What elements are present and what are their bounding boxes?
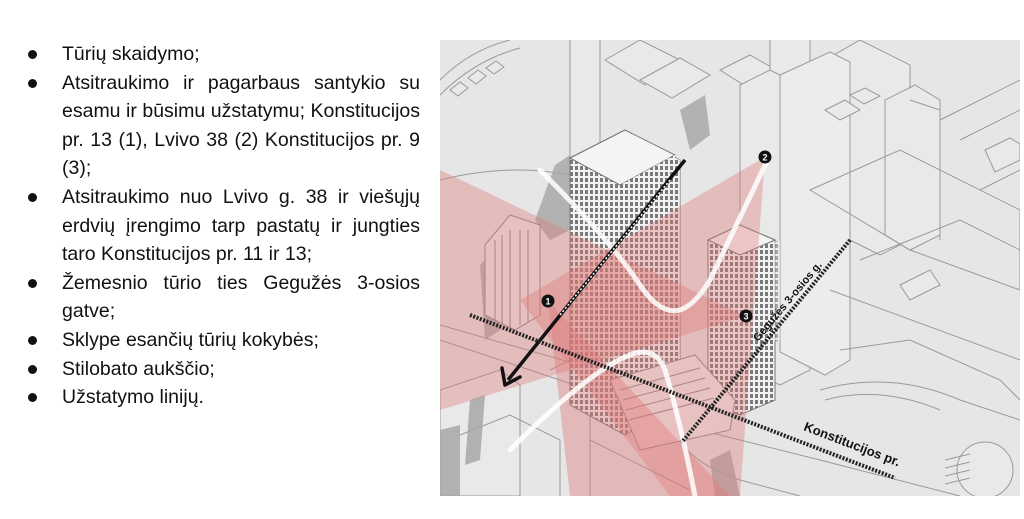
view-cone-3 [440, 170, 746, 410]
tower-lvivo-38 [484, 214, 541, 331]
requirements-list: Tūrių skaidymo; Atsitraukimo ir pagarbau… [28, 40, 420, 412]
konstitucijos-line [469, 313, 896, 480]
list-item-text: Tūrių skaidymo; [62, 43, 200, 65]
list-item-text: Žemesnio tūrio ties Gegužės 3-osios gatv… [62, 271, 420, 323]
marker-label: 3 [743, 312, 748, 322]
list-item: Sklype esančių tūrių kokybės; [28, 326, 420, 355]
bullet-icon [28, 364, 37, 374]
street-lines [469, 238, 896, 480]
urban-axonometric-figure: Konstitucijos pr. Gegužės 3-osios g. 1 2… [440, 40, 1020, 496]
list-item-text: Stilobato aukščio; [62, 357, 215, 380]
pedestrian-links [507, 152, 773, 496]
list-item: Atsitraukimo nuo Lvivo g. 38 ir viešųjų … [28, 183, 420, 269]
bullet-icon [28, 393, 37, 403]
text-column: Tūrių skaidymo; Atsitraukimo ir pagarbau… [28, 40, 420, 412]
list-item: Tūrių skaidymo; [28, 40, 420, 69]
site-diagram: Konstitucijos pr. Gegužės 3-osios g. 1 2… [440, 40, 1020, 496]
list-item-text: Užstatymo linijų. [62, 386, 204, 409]
list-item-text: Atsitraukimo nuo Lvivo g. 38 ir viešųjų … [62, 185, 420, 266]
list-item: Stilobato aukščio; [28, 355, 420, 384]
bullet-icon [28, 192, 37, 202]
view-cones [440, 157, 765, 496]
main-tower [568, 129, 681, 436]
viewpoint-marker-3: 3 [739, 309, 753, 323]
context-buildings [440, 40, 1020, 496]
bullet-icon [28, 50, 37, 59]
view-cone-2 [520, 157, 765, 496]
viewpoint-marker-1: 1 [541, 294, 555, 308]
marker-label: 1 [545, 297, 550, 307]
list-item: Atsitraukimo ir pagarbaus santykio su es… [28, 69, 420, 183]
geguzes-line [680, 238, 852, 444]
list-item-text: Sklype esančių tūrių kokybės; [62, 328, 319, 351]
arrow-head-icon [500, 366, 522, 387]
marker-label: 2 [762, 153, 767, 163]
bullet-icon [28, 78, 37, 88]
list-item-text: Atsitraukimo ir pagarbaus santykio su es… [62, 71, 420, 180]
viewpoint-marker-2: 2 [758, 150, 772, 164]
view-axis-arrow [500, 158, 687, 387]
list-item: Užstatymo linijų. [28, 383, 420, 412]
bullet-icon [28, 278, 37, 288]
bullet-icon [28, 335, 37, 345]
list-item: Žemesnio tūrio ties Gegužės 3-osios gatv… [28, 269, 420, 326]
